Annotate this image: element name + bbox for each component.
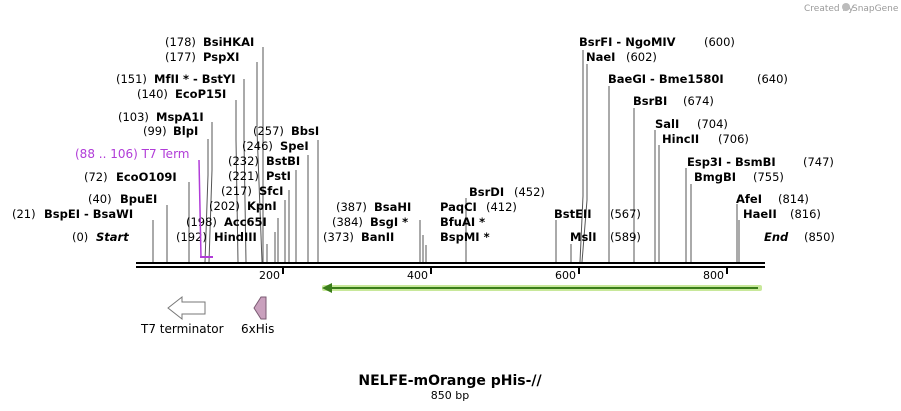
site-name: HincII <box>662 132 699 146</box>
site-name: BspEI - BsaWI <box>44 207 133 221</box>
site-name: HindIII <box>214 230 257 244</box>
site-name: BbsI <box>291 124 319 138</box>
site-pos: (816) <box>790 207 821 221</box>
site-name: BstEII <box>554 207 592 221</box>
site-name: Acc65I <box>224 215 267 229</box>
site-pos: (40) <box>88 192 112 206</box>
site-pos: (221) <box>228 169 259 183</box>
site-name: BaeGI - Bme1580I <box>608 72 724 86</box>
site-name: PstI <box>266 169 291 183</box>
site-name: BspMI * <box>440 230 490 244</box>
site-name: BanII <box>361 230 394 244</box>
site-name: BfuAI * <box>440 215 485 229</box>
ruler-tick-label: 600 <box>555 269 576 282</box>
t7-term-marker <box>198 159 213 259</box>
end-label: End <box>764 230 789 244</box>
map-title: NELFE-mOrange pHis-// <box>358 373 542 389</box>
site-name: BlpI <box>173 124 198 138</box>
site-pos: (151) <box>116 72 147 86</box>
sequence-backbone <box>136 262 765 268</box>
site-pos: (177) <box>165 50 196 64</box>
site-name: EcoO109I <box>116 170 177 184</box>
site-pos: (103) <box>118 110 149 124</box>
site-pos: (246) <box>242 139 273 153</box>
site-name: SalI <box>655 117 679 131</box>
site-pos: (674) <box>683 94 714 108</box>
left-site-labels: (178) BsiHKAI (177) PspXI (151) MfII * -… <box>12 35 254 244</box>
site-pos: (373) <box>323 230 354 244</box>
site-pos: (589) <box>610 230 641 244</box>
ruler: 200 400 600 800 <box>259 268 728 282</box>
site-name: BsrDI <box>469 185 504 199</box>
site-pos: (198) <box>186 215 217 229</box>
orf-arrow[interactable] <box>322 283 762 293</box>
site-pos: (640) <box>757 72 788 86</box>
site-pos: (412) <box>486 200 517 214</box>
site-name: KpnI <box>247 199 277 213</box>
site-name: BsiHKAI <box>203 35 254 49</box>
site-name: MspA1I <box>156 110 204 124</box>
site-pos: (178) <box>165 35 196 49</box>
site-pos: (99) <box>143 124 167 138</box>
site-name: BsrFI - NgoMIV <box>579 35 676 49</box>
site-name: BsaHI <box>374 200 411 214</box>
site-pos: (755) <box>753 170 784 184</box>
site-name: AfeI <box>736 192 762 206</box>
site-pos: (747) <box>803 155 834 169</box>
his-tag-feature[interactable] <box>253 296 267 320</box>
site-name: BstBI <box>266 154 300 168</box>
t7-term-label: (88 .. 106) T7 Term <box>75 147 189 161</box>
site-pos: (217) <box>221 184 252 198</box>
ruler-tick-label: 400 <box>407 269 428 282</box>
site-pos: (452) <box>514 185 545 199</box>
site-pos: (0) <box>72 230 88 244</box>
site-pos: (202) <box>209 199 240 213</box>
site-name: Esp3I - BsmBI <box>687 155 776 169</box>
right-site-labels: BsrFI - NgoMIV (600) NaeI (602) BaeGI - … <box>554 35 835 244</box>
site-name: MfII * - BstYI <box>154 72 236 86</box>
site-name: BmgBI <box>694 170 736 184</box>
ruler-tick-label: 800 <box>703 269 724 282</box>
site-name: SpeI <box>280 139 309 153</box>
center-site-labels: (387) BsaHI (384) BsgI * (373) BanII Bsr… <box>323 185 545 244</box>
site-name: EcoP15I <box>175 87 226 101</box>
site-name: BsgI * <box>370 215 408 229</box>
site-pos: (602) <box>626 50 657 64</box>
credit-brand: SnapGene <box>852 4 899 14</box>
site-pos: (72) <box>84 170 108 184</box>
site-connectors <box>152 47 740 263</box>
t7-terminator-feature[interactable] <box>167 295 206 321</box>
site-pos: (387) <box>336 200 367 214</box>
mid-site-labels: (257) BbsI (246) SpeI (232) BstBI (221) … <box>176 124 319 244</box>
credit-text: Created by <box>804 4 854 14</box>
site-pos: (257) <box>253 124 284 138</box>
site-pos: (192) <box>176 230 207 244</box>
site-pos: (704) <box>697 117 728 131</box>
site-name: BsrBI <box>633 94 667 108</box>
start-label: Start <box>96 230 129 244</box>
site-pos: (850) <box>804 230 835 244</box>
site-pos: (140) <box>137 87 168 101</box>
site-name: PaqCI <box>440 200 477 214</box>
site-pos: (706) <box>718 132 749 146</box>
his-tag-label: 6xHis <box>241 322 274 336</box>
site-name: NaeI <box>586 50 615 64</box>
t7-terminator-label: T7 terminator <box>140 322 224 336</box>
site-name: SfcI <box>259 184 283 198</box>
site-pos: (384) <box>332 215 363 229</box>
site-pos: (814) <box>778 192 809 206</box>
site-name: HaeII <box>743 207 777 221</box>
sequence-length: 850 bp <box>431 389 469 402</box>
snapgene-logo-icon <box>842 3 850 11</box>
site-pos: (21) <box>12 207 36 221</box>
site-name: BpuEI <box>120 192 157 206</box>
site-pos: (567) <box>610 207 641 221</box>
site-name: PspXI <box>203 50 239 64</box>
site-pos: (600) <box>704 35 735 49</box>
ruler-tick-label: 200 <box>259 269 280 282</box>
site-name: MslI <box>570 230 597 244</box>
site-pos: (232) <box>228 154 259 168</box>
